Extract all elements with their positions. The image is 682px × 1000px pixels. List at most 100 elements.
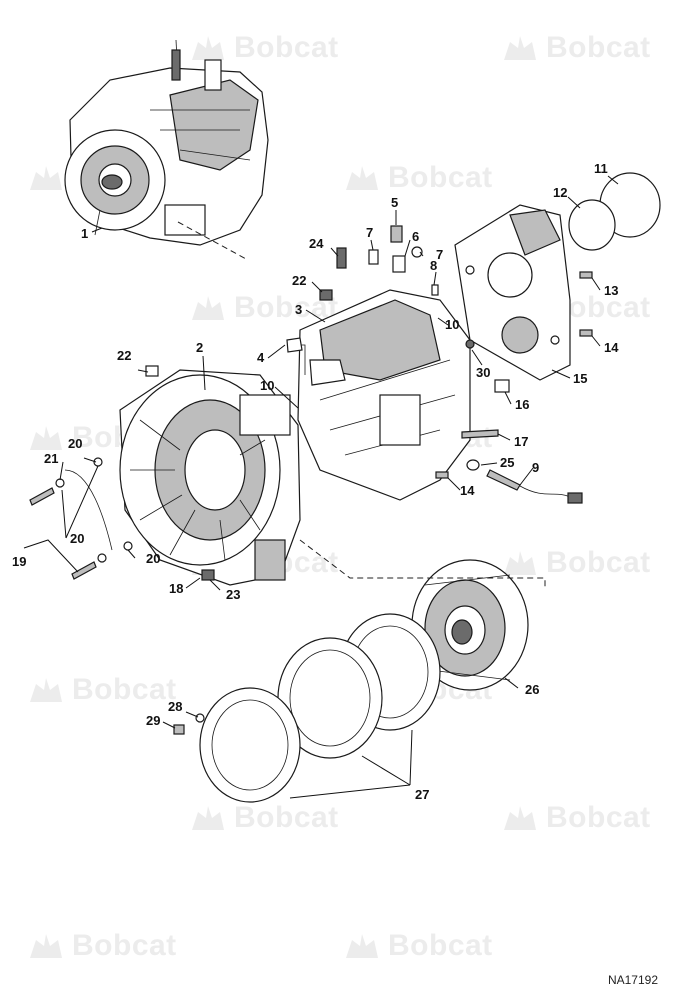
plug-part-23 <box>201 569 215 581</box>
plug-part-22a <box>319 289 333 301</box>
sensor-connector-part-9 <box>567 492 583 504</box>
bobcat-logo-icon <box>192 806 224 830</box>
callout-28: 28 <box>168 699 182 714</box>
bobcat-logo-icon <box>504 551 536 575</box>
bobcat-watermark: Bobcat <box>186 290 339 326</box>
bolt-part-14a <box>579 329 593 337</box>
sleeve-part-6 <box>392 255 406 273</box>
callout-20b: 20 <box>70 531 84 546</box>
callout-9: 9 <box>532 460 539 475</box>
torque-converter-part <box>411 559 529 691</box>
alignment-dashed-line <box>177 221 249 261</box>
gasket-set-part <box>199 613 441 803</box>
bobcat-watermark: Bobcat <box>498 545 651 581</box>
callout-17: 17 <box>514 434 528 449</box>
bolt-part-14b <box>435 471 449 479</box>
watermark-text: Bobcat <box>388 929 493 962</box>
bobcat-logo-icon <box>346 166 378 190</box>
converter-housing-part <box>119 369 301 586</box>
callout-22a: 22 <box>292 273 306 288</box>
bobcat-logo-icon <box>30 934 62 958</box>
callout-20c: 20 <box>146 551 160 566</box>
speed-sensor-part-9 <box>486 469 521 491</box>
washer-part-21 <box>55 478 65 488</box>
callout-6: 6 <box>412 229 419 244</box>
callout-7a: 7 <box>366 225 373 240</box>
watermark-text: Bobcat <box>72 673 177 706</box>
bobcat-logo-icon <box>346 934 378 958</box>
bobcat-logo-icon <box>30 678 62 702</box>
watermark-text: Bobcat <box>388 161 493 194</box>
bolt-part-29 <box>173 724 185 735</box>
bolt-part-19b <box>71 561 97 580</box>
alignment-dashed-line <box>299 539 546 590</box>
sensor-part-24 <box>336 247 347 269</box>
callout-8: 8 <box>430 258 437 273</box>
callout-19: 19 <box>12 554 26 569</box>
bobcat-watermark: Bobcat <box>186 30 339 66</box>
callout-2: 2 <box>196 340 203 355</box>
callout-25: 25 <box>500 455 514 470</box>
bobcat-watermark: Bobcat <box>498 800 651 836</box>
plug-part-7a <box>368 249 379 265</box>
ground-strap-part <box>64 469 113 551</box>
transmission-case-part <box>290 289 471 501</box>
plug-part-22b <box>145 365 159 377</box>
hardware-items <box>29 225 593 735</box>
callout-14b: 14 <box>460 483 475 498</box>
washer-part-20c <box>123 541 133 551</box>
washer-part-20b <box>97 553 107 563</box>
callout-30: 30 <box>476 365 490 380</box>
bobcat-watermark: Bobcat <box>24 928 177 964</box>
watermark-text: Bobcat <box>546 546 651 579</box>
valve-part-5 <box>390 225 403 243</box>
bobcat-watermark: Bobcat <box>340 160 493 196</box>
bobcat-watermark: Bobcat <box>340 928 493 964</box>
callout-13: 13 <box>604 283 618 298</box>
callout-10b: 10 <box>260 378 274 393</box>
bolt-part-17 <box>461 429 499 439</box>
plug-part-16 <box>494 379 510 393</box>
bolt-part-13 <box>579 271 593 279</box>
seal-part-25 <box>466 459 480 471</box>
callout-14a: 14 <box>604 340 619 355</box>
callout-15: 15 <box>573 371 587 386</box>
callout-7b: 7 <box>436 247 443 262</box>
watermark-text: Bobcat <box>546 801 651 834</box>
watermark-text: Bobcat <box>234 801 339 834</box>
callout-labels: 1 2 3 4 5 6 7 7 8 9 10 10 11 12 13 14 14… <box>12 161 619 802</box>
callout-10a: 10 <box>445 317 459 332</box>
o-ring-part-7b <box>411 246 423 258</box>
bobcat-logo-icon <box>30 426 62 450</box>
watermark-text: Bobcat <box>234 31 339 64</box>
dowel-part-8 <box>431 284 439 296</box>
bobcat-logo-icon <box>192 296 224 320</box>
callout-1: 1 <box>81 226 88 241</box>
callout-16: 16 <box>515 397 529 412</box>
callout-29: 29 <box>146 713 160 728</box>
callout-11: 11 <box>594 161 608 176</box>
callout-4: 4 <box>257 350 265 365</box>
callout-5: 5 <box>391 195 398 210</box>
callout-27: 27 <box>415 787 429 802</box>
leader-lines <box>23 175 619 799</box>
callout-18: 18 <box>169 581 183 596</box>
watermark-text: Bobcat <box>72 929 177 962</box>
callout-20a: 20 <box>68 436 82 451</box>
bolt-part-19 <box>29 487 55 506</box>
callout-12: 12 <box>553 185 567 200</box>
bobcat-logo-icon <box>504 36 536 60</box>
o-ring-part <box>568 199 616 251</box>
watermark-text: Bobcat <box>546 31 651 64</box>
callout-26: 26 <box>525 682 539 697</box>
bobcat-logo-icon <box>192 36 224 60</box>
callout-23: 23 <box>226 587 240 602</box>
bobcat-logo-icon <box>504 806 536 830</box>
sensor-wire-part-9 <box>519 485 571 498</box>
callout-22b: 22 <box>117 348 131 363</box>
washer-part-30 <box>465 339 475 349</box>
callout-24: 24 <box>309 236 324 251</box>
bobcat-watermark: Bobcat <box>498 30 651 66</box>
